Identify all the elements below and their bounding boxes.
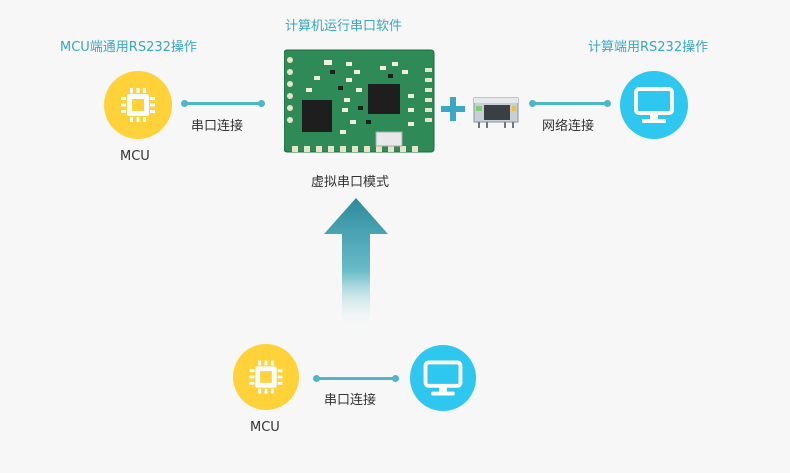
serial-link-line-bottom	[313, 375, 399, 382]
chip-icon	[121, 88, 155, 122]
circuit-board-module	[284, 49, 435, 153]
mcu-circle-bottom	[233, 344, 299, 410]
serial-link-label-bottom: 串口连接	[324, 393, 377, 408]
mcu-caption: MCU端通用RS232操作	[60, 40, 197, 55]
rj45-jack-icon	[473, 97, 519, 128]
mcu-circle-top	[104, 71, 172, 139]
arrow-up-icon	[324, 198, 388, 330]
pc-circle-bottom	[410, 345, 476, 411]
monitor-icon	[634, 87, 674, 123]
serial-link-label-top: 串口连接	[191, 119, 244, 134]
serial-link-line-top	[181, 100, 265, 107]
chip-icon	[249, 360, 283, 394]
network-link-label: 网络连接	[542, 119, 595, 134]
network-link-line	[529, 100, 611, 107]
monitor-icon	[423, 360, 463, 396]
virtual-serial-mode-label: 虚拟串口模式	[311, 175, 390, 190]
mcu-label-bottom: MCU	[250, 420, 280, 435]
mcu-label-top: MCU	[120, 149, 150, 164]
pc-circle-top	[620, 71, 688, 139]
module-caption: 计算机运行串口软件	[285, 19, 403, 34]
plus-icon	[441, 97, 465, 121]
pc-caption: 计算端用RS232操作	[588, 40, 709, 55]
